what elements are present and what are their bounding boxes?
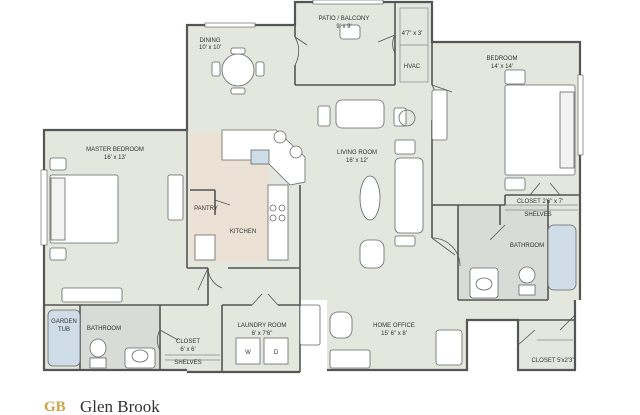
- logo-text: Glen Brook: [80, 397, 160, 415]
- patio-storage-size: 4'7" x 3': [402, 31, 423, 37]
- home-office-label: HOME OFFICE: [373, 323, 415, 329]
- patio-label: PATIO / BALCONY: [319, 16, 370, 22]
- closet-master-size: 6' x 6': [180, 347, 195, 353]
- master-bedroom-size: 16' x 13': [104, 155, 126, 161]
- bedroom-size: 14' x 14': [491, 64, 513, 70]
- master-bed: [49, 174, 119, 244]
- garden-tub: [47, 309, 81, 367]
- living-room-label: LIVING ROOM: [337, 150, 377, 156]
- closet-details: [165, 7, 578, 361]
- dryer: [263, 337, 289, 365]
- bedroom-bed: [504, 84, 576, 176]
- dining-size: 10' x 10': [199, 45, 221, 51]
- closet-bedroom-label: CLOSET 2'6" x 7': [517, 199, 563, 205]
- living-room-size: 16' x 12': [346, 158, 368, 164]
- bath-tub-right: [547, 224, 577, 291]
- dryer-label: D: [274, 350, 279, 356]
- logo-mark: GB: [44, 399, 66, 415]
- pantry-label: PANTRY: [194, 206, 218, 212]
- closet-office-label: CLOSET 5'x2'3": [532, 358, 575, 364]
- laundry-size: 6' x 7'6": [252, 331, 273, 337]
- coffee-table: [359, 175, 381, 221]
- dining-label: DINING: [200, 38, 221, 44]
- master-bedroom-label: MASTER BEDROOM: [86, 147, 144, 153]
- glen-brook-logo: GB Glen Brook: [44, 397, 160, 415]
- hvac-label: HVAC: [404, 64, 421, 70]
- garden-tub-label-1: GARDEN: [51, 319, 77, 325]
- side-sofa: [394, 157, 424, 234]
- home-office-size: 15' 6" x 8': [381, 331, 407, 337]
- office-desk: [435, 329, 463, 366]
- laundry-label: LAUNDRY ROOM: [238, 323, 287, 329]
- washer: [235, 337, 261, 365]
- windows: [40, 0, 584, 246]
- dining-table: [221, 53, 255, 87]
- bathroom-right-label: BATHROOM: [510, 243, 544, 249]
- furniture: [47, 24, 577, 369]
- washer-label: W: [245, 350, 251, 356]
- shelves-bedroom-label: SHELVES: [524, 212, 551, 218]
- shelves-master-label: SHELVES: [174, 360, 201, 366]
- patio-size: 9' x 9': [336, 24, 351, 30]
- sofa: [335, 99, 385, 129]
- bedroom-label: BEDROOM: [486, 56, 517, 62]
- garden-tub-label-2: TUB: [58, 327, 70, 333]
- kitchen-label: KITCHEN: [230, 229, 256, 235]
- closet-master-label: CLOSET: [176, 339, 200, 345]
- bathroom-left-label: BATHROOM: [87, 326, 121, 332]
